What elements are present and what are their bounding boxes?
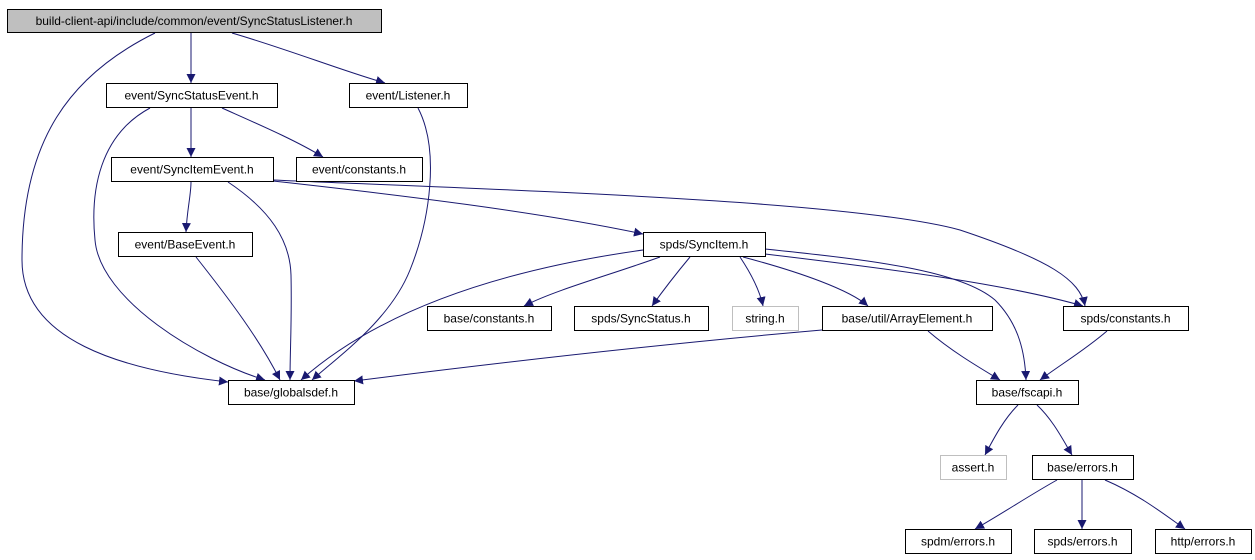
node-label: base/util/ArrayElement.h [842, 312, 973, 326]
node-label: spdm/errors.h [921, 535, 995, 549]
node-label: string.h [745, 312, 784, 326]
node-bc[interactable]: base/constants.h [427, 306, 552, 331]
node-label: assert.h [952, 461, 995, 475]
node-ae[interactable]: base/util/ArrayElement.h [822, 306, 993, 331]
edge-root-to-lis [231, 32, 386, 85]
node-label: base/fscapi.h [992, 386, 1063, 400]
edge-si-to-gd [300, 249, 644, 381]
edge-berr-to-http [1104, 479, 1186, 530]
node-box [574, 306, 709, 331]
node-root[interactable]: build-client-api/include/common/event/Sy… [7, 9, 382, 33]
node-box [1063, 306, 1189, 331]
edge-ae-to-fs [927, 330, 1001, 381]
node-be[interactable]: event/BaseEvent.h [118, 232, 253, 257]
edge-si-to-sc [764, 253, 1084, 308]
node-box [732, 306, 799, 331]
node-box [7, 9, 382, 33]
edge-si-to-str [739, 256, 766, 307]
node-fs[interactable]: base/fscapi.h [976, 380, 1079, 405]
node-sie[interactable]: event/SyncItemEvent.h [111, 157, 274, 182]
edge-sc-to-fs [1039, 330, 1108, 381]
node-berr[interactable]: base/errors.h [1032, 455, 1134, 480]
node-box [296, 157, 423, 182]
edge-fs-to-as [984, 404, 1019, 456]
edge-berr-to-spdm [974, 479, 1058, 530]
node-label: build-client-api/include/common/event/Sy… [36, 14, 353, 28]
edge-be-to-gd [195, 256, 281, 381]
nodes: build-client-api/include/common/event/Sy… [7, 9, 1252, 554]
node-lis[interactable]: event/Listener.h [349, 83, 468, 108]
node-label: event/BaseEvent.h [135, 238, 236, 252]
node-spdm[interactable]: spdm/errors.h [905, 529, 1012, 554]
edge-ae-to-gd [353, 329, 823, 385]
node-label: spds/constants.h [1080, 312, 1170, 326]
edge-si-to-fs [764, 248, 1031, 381]
edge-root-to-gd [21, 32, 229, 386]
edge-si-to-bc [523, 256, 661, 307]
node-label: base/errors.h [1047, 461, 1118, 475]
edge-sie-to-be [181, 181, 192, 233]
edge-sse-to-evc [221, 107, 324, 158]
edge-si-to-ae [742, 256, 869, 307]
node-label: spds/SyncItem.h [660, 238, 749, 252]
node-label: event/SyncItemEvent.h [130, 163, 253, 177]
node-sc[interactable]: spds/constants.h [1063, 306, 1189, 331]
node-label: base/constants.h [444, 312, 535, 326]
node-label: event/constants.h [312, 163, 406, 177]
node-sse[interactable]: event/SyncStatusEvent.h [106, 83, 278, 108]
node-label: http/errors.h [1171, 535, 1236, 549]
node-box [427, 306, 552, 331]
node-box [111, 157, 274, 182]
node-box [1155, 529, 1252, 554]
node-box [349, 83, 468, 108]
edge-sie-to-si [272, 180, 644, 237]
edge-sie-to-gd [227, 181, 295, 381]
node-gd[interactable]: base/globalsdef.h [228, 380, 355, 405]
node-box [1034, 529, 1132, 554]
node-as[interactable]: assert.h [940, 455, 1007, 480]
node-ss[interactable]: spds/SyncStatus.h [574, 306, 709, 331]
node-label: spds/errors.h [1047, 535, 1117, 549]
node-evc[interactable]: event/constants.h [296, 157, 423, 182]
edge-sse-to-gd [93, 107, 266, 382]
node-si[interactable]: spds/SyncItem.h [643, 232, 766, 257]
node-str[interactable]: string.h [732, 306, 799, 331]
node-box [106, 83, 278, 108]
node-spds[interactable]: spds/errors.h [1034, 529, 1132, 554]
node-label: spds/SyncStatus.h [591, 312, 690, 326]
node-box [822, 306, 993, 331]
node-box [228, 380, 355, 405]
node-box [118, 232, 253, 257]
edge-lis-to-gd [311, 107, 431, 381]
node-box [905, 529, 1012, 554]
node-box [976, 380, 1079, 405]
node-box [940, 455, 1007, 480]
node-label: base/globalsdef.h [244, 386, 338, 400]
node-label: event/Listener.h [366, 89, 451, 103]
edges [21, 32, 1186, 530]
edge-sie-to-sc [272, 179, 1088, 307]
node-box [643, 232, 766, 257]
edge-si-to-ss [651, 256, 691, 307]
node-box [1032, 455, 1134, 480]
node-http[interactable]: http/errors.h [1155, 529, 1252, 554]
edge-fs-to-berr [1036, 404, 1073, 456]
node-label: event/SyncStatusEvent.h [124, 89, 258, 103]
